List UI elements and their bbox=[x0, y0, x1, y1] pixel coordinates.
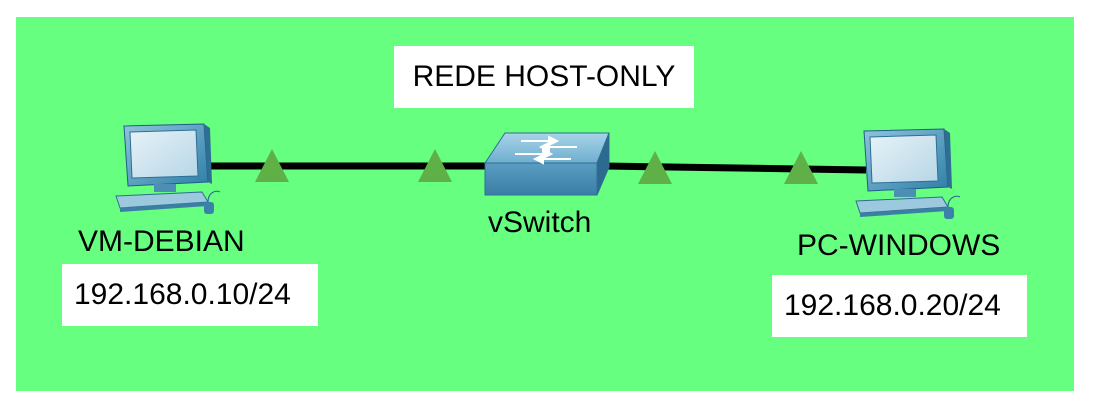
link-up-indicator bbox=[638, 151, 672, 184]
pc-name-label: PC-WINDOWS bbox=[797, 229, 1001, 262]
vm-computer-icon bbox=[115, 123, 221, 214]
vm-name-label: VM-DEBIAN bbox=[78, 225, 245, 258]
pc-computer-icon bbox=[855, 128, 961, 219]
switch-name-label: vSwitch bbox=[488, 206, 592, 239]
switch-icon bbox=[484, 132, 610, 196]
link-up-indicator bbox=[418, 149, 452, 182]
link-up-indicator bbox=[255, 149, 289, 182]
vm-ip-label: 192.168.0.10/24 bbox=[62, 264, 318, 326]
link-switch-pc bbox=[604, 162, 867, 174]
diagram-title: REDE HOST-ONLY bbox=[394, 46, 694, 108]
link-up-indicator bbox=[784, 151, 818, 184]
pc-ip-label: 192.168.0.20/24 bbox=[772, 275, 1027, 337]
